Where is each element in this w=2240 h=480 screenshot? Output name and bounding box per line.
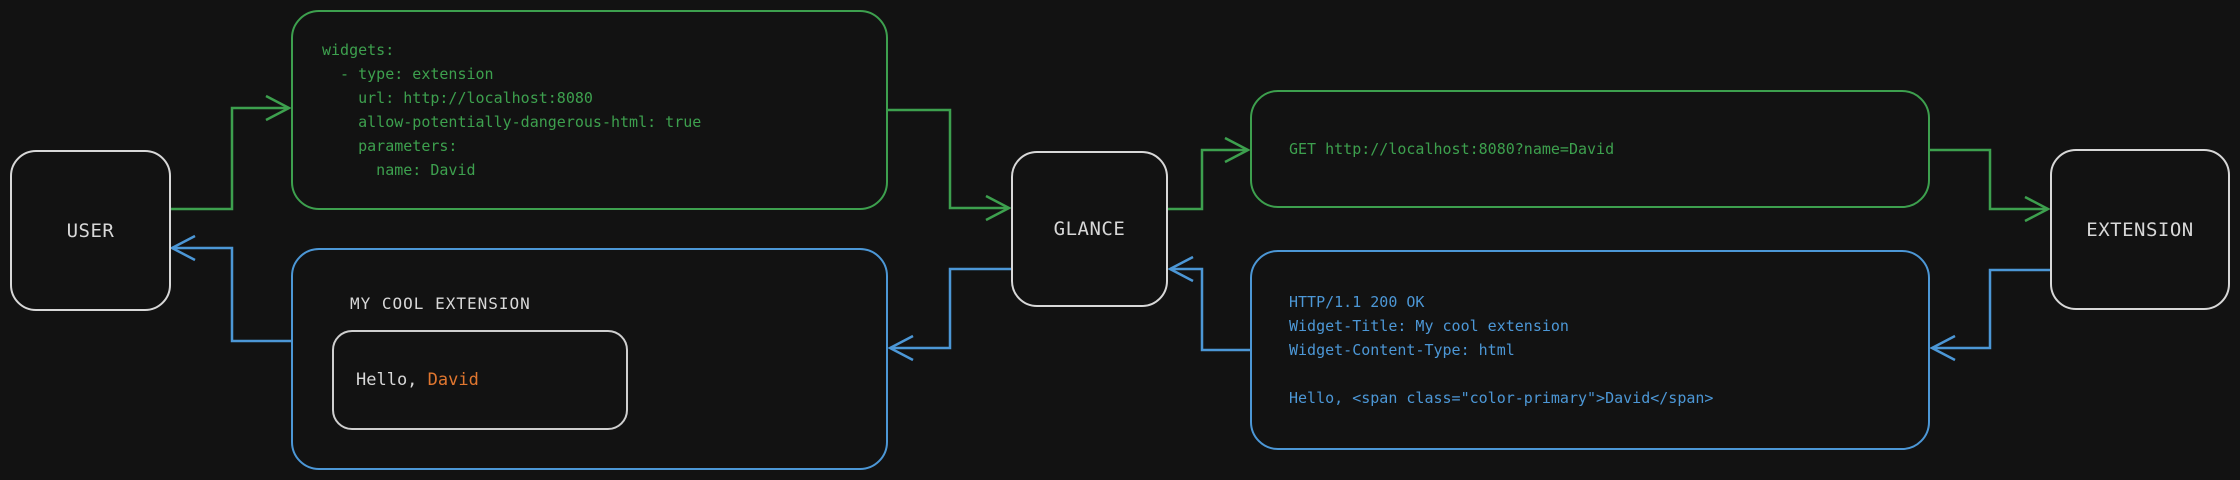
- widget-greeting-box: Hello, David: [332, 330, 628, 430]
- code-line: name: David: [322, 161, 476, 179]
- arrow-glance-to-widget: [887, 267, 1011, 362]
- arrowhead: [265, 94, 292, 122]
- node-glance: GLANCE: [1011, 151, 1168, 307]
- code-line: allow-potentially-dangerous-html: true: [322, 113, 702, 131]
- config-code: widgets: - type: extension url: http://l…: [322, 38, 886, 182]
- wire: [888, 108, 1007, 210]
- code-line: [1289, 362, 1928, 386]
- node-extension: EXTENSION: [2050, 149, 2230, 310]
- response-box: HTTP/1.1 200 OK Widget-Title: My cool ext…: [1250, 250, 1930, 450]
- wire: [1930, 148, 2046, 211]
- arrow-user-to-config: [171, 94, 292, 211]
- code-line: Widget-Content-Type: html: [1289, 341, 1515, 359]
- code-line: Hello, <span class="color-primary">David…: [1289, 389, 1714, 407]
- wire: [174, 246, 291, 343]
- node-glance-label: GLANCE: [1053, 218, 1126, 240]
- arrow-response-to-glance: [1167, 255, 1250, 352]
- widget-box: MY COOL EXTENSION Hello, David: [291, 248, 888, 470]
- arrow-request-to-extension: [1930, 148, 2051, 223]
- greeting-name: David: [427, 370, 479, 390]
- arrowhead: [2024, 195, 2051, 223]
- widget-title: MY COOL EXTENSION: [350, 294, 531, 313]
- arrowhead: [1224, 136, 1251, 164]
- code-line: - type: extension: [322, 65, 494, 83]
- arrow-widget-to-user: [169, 234, 291, 343]
- code-line: parameters:: [322, 137, 458, 155]
- request-box: GET http://localhost:8080?name=David: [1250, 90, 1930, 208]
- code-line: HTTP/1.1 200 OK: [1289, 293, 1425, 311]
- arrowhead: [985, 194, 1012, 222]
- response-code: HTTP/1.1 200 OK Widget-Title: My cool ext…: [1289, 290, 1928, 410]
- code-line: url: http://localhost:8080: [322, 89, 593, 107]
- arrowhead: [1929, 334, 1956, 362]
- config-box: widgets: - type: extension url: http://l…: [291, 10, 888, 210]
- wire: [1934, 268, 2050, 350]
- wire: [1172, 267, 1250, 352]
- node-user-label: USER: [66, 219, 115, 242]
- arrowhead: [169, 234, 196, 262]
- code-line: widgets:: [322, 41, 395, 59]
- wire: [171, 106, 288, 211]
- arrowhead: [1167, 255, 1194, 283]
- arrowhead: [887, 334, 914, 362]
- arrow-config-to-glance: [888, 108, 1012, 222]
- arrow-glance-to-request: [1168, 136, 1251, 211]
- request-text: GET http://localhost:8080?name=David: [1289, 140, 1615, 158]
- arrow-extension-to-response: [1929, 268, 2050, 362]
- greeting-text: Hello,: [356, 370, 428, 390]
- node-extension-label: EXTENSION: [2086, 218, 2194, 241]
- node-user: USER: [10, 150, 171, 311]
- wire: [892, 267, 1011, 350]
- wire: [1168, 148, 1246, 211]
- code-line: Widget-Title: My cool extension: [1289, 317, 1569, 335]
